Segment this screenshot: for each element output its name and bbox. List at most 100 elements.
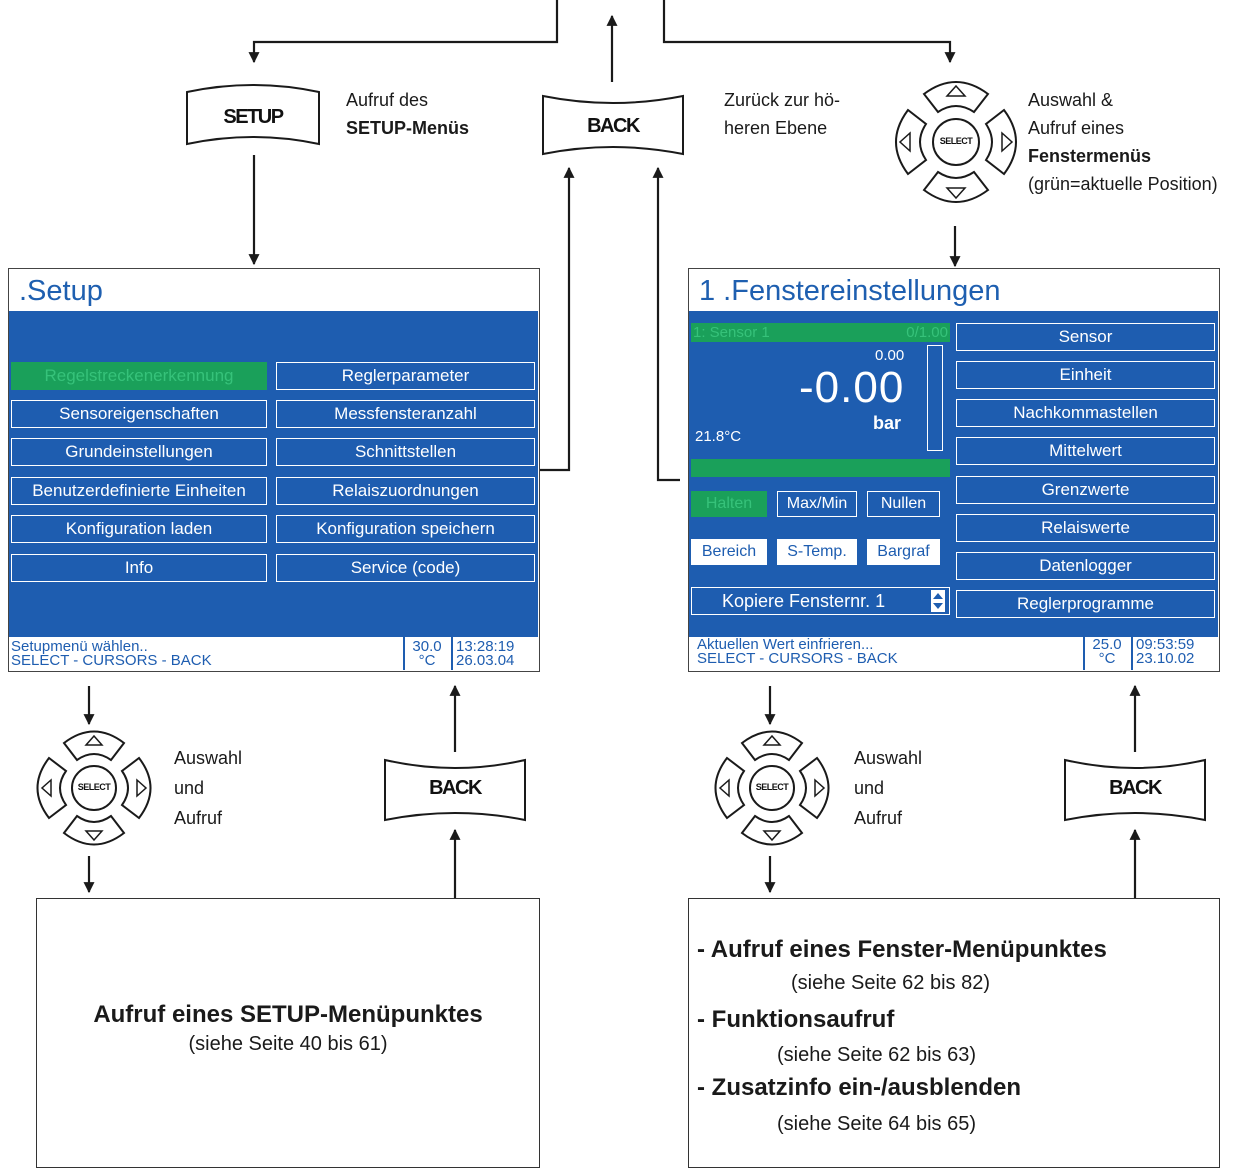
desc-line: Fenstermenüs (1028, 146, 1152, 166)
select-center-label: SELECT (755, 782, 789, 792)
setup-result-box: Aufruf eines SETUP-Menüpunktes (siehe Se… (36, 898, 540, 1168)
setup-datetime: 13:28:19 26.03.04 (456, 638, 515, 669)
desc-line: Aufruf (854, 808, 903, 828)
sensor-range: 0/1.00 (906, 324, 948, 341)
setup-menu-item[interactable]: Schnittstellen (276, 438, 535, 466)
window-menu-item[interactable]: Sensor (956, 323, 1215, 351)
desc-line: Aufruf des (346, 90, 429, 110)
window-result-ref: (siehe Seite 64 bis 65) (777, 1113, 977, 1135)
arrow-setup-return (540, 166, 575, 472)
arrow-to-select-pad (662, 0, 956, 64)
select-center-label: SELECT (939, 136, 973, 146)
desc-line: Auswahl (174, 748, 243, 768)
setup-menu-item[interactable]: Reglerparameter (276, 362, 535, 390)
status-divider (1083, 637, 1085, 670)
window-result-ref: (siehe Seite 62 bis 82) (791, 972, 991, 994)
select-pad-description: Auswahl & Aufruf eines Fenstermenüs (grü… (1028, 86, 1218, 198)
window-menu-item[interactable]: Reglerprogramme (956, 590, 1215, 618)
function-button[interactable]: Nullen (867, 491, 940, 517)
window-menu-item[interactable]: Grenzwerte (956, 476, 1215, 504)
window-result-item: - Aufruf eines Fenster-Menüpunktes (697, 936, 1107, 963)
desc-line: Zurück zur hö- (724, 90, 841, 110)
temp-unit: °C (418, 652, 436, 669)
select-pad-left[interactable]: SELECT (30, 724, 158, 852)
window-status-text: Aktuellen Wert einfrieren... SELECT - CU… (697, 636, 898, 666)
select-pad-right[interactable]: SELECT (708, 724, 836, 852)
setup-result-title: Aufruf eines SETUP-Menüpunktes (93, 1001, 483, 1028)
select-pad-top[interactable]: SELECT (888, 74, 1024, 210)
setup-menu-area: Regelstreckenerkennung Sensoreigenschaft… (9, 311, 538, 637)
time-value: 09:53:59 (1136, 636, 1195, 653)
back-key-shape (542, 94, 684, 156)
date-value: 23.10.02 (1136, 650, 1195, 667)
setup-key-label: SETUP (223, 106, 284, 128)
status-line: SELECT - CURSORS - BACK (11, 652, 212, 669)
setup-screen: .Setup Regelstreckenerkennung Sensoreige… (8, 268, 540, 672)
window-menu-item[interactable]: Relaiswerte (956, 514, 1215, 542)
setup-menu-item[interactable]: Info (11, 554, 267, 582)
back-key-description: Zurück zur hö- heren Ebene (724, 86, 840, 142)
desc-line: Auswahl & (1028, 90, 1114, 110)
window-menu-item[interactable]: Nachkommastellen (956, 399, 1215, 427)
back-key-shape (384, 758, 526, 822)
back-key-shape (1064, 758, 1206, 822)
setup-menu-item[interactable]: Benutzerdefinierte Einheiten (11, 477, 267, 505)
window-menu-item[interactable]: Mittelwert (956, 437, 1215, 465)
desc-line: Auswahl (854, 748, 923, 768)
bargraph-box (927, 345, 943, 451)
copy-window-selector[interactable]: Kopiere Fensternr. 1 (691, 587, 950, 615)
setup-key-shape (186, 84, 320, 146)
select-center-label: SELECT (77, 782, 111, 792)
back-key-label: BACK (1109, 777, 1162, 799)
small-value: 0.00 (875, 347, 905, 364)
status-line: Aktuellen Wert einfrieren... (697, 636, 874, 653)
back-key-top[interactable]: BACK (539, 88, 687, 162)
setup-menu-item[interactable]: Sensoreigenschaften (11, 400, 267, 428)
date-value: 26.03.04 (456, 652, 515, 669)
setup-screen-title: .Setup (19, 275, 103, 307)
function-button[interactable]: S-Temp. (777, 539, 857, 565)
temperature-value: 21.8°C (695, 428, 742, 445)
setup-menu-item[interactable]: Regelstreckenerkennung (11, 362, 267, 390)
arrow-to-setup-key (248, 0, 559, 64)
setup-menu-item[interactable]: Messfensteranzahl (276, 400, 535, 428)
setup-menu-item[interactable]: Service (code) (276, 554, 535, 582)
window-result-ref: (siehe Seite 62 bis 63) (777, 1044, 977, 1066)
window-menu-item[interactable]: Einheit (956, 361, 1215, 389)
setup-menu-item[interactable]: Relaiszuordnungen (276, 477, 535, 505)
desc-line: (grün=aktuelle Position) (1028, 174, 1218, 194)
back-key-label: BACK (587, 115, 640, 137)
temp-value: 30.0 (412, 638, 442, 655)
setup-result-ref: (siehe Seite 40 bis 61) (188, 1033, 388, 1055)
copy-window-label: Kopiere Fensternr. 1 (722, 591, 886, 611)
setup-menu-item[interactable]: Konfiguration laden (11, 515, 267, 543)
window-datetime: 09:53:59 23.10.02 (1136, 636, 1195, 667)
spinner-arrows (933, 593, 943, 609)
setup-key[interactable]: SETUP (183, 82, 323, 154)
back-key-left[interactable]: BACK (381, 752, 529, 828)
desc-line: Aufruf eines (1028, 118, 1125, 138)
setup-menu-item[interactable]: Grundeinstellungen (11, 438, 267, 466)
window-screen-title: 1 .Fenstereinstellungen (699, 275, 1001, 307)
pad-description-right: Auswahl und Aufruf (854, 743, 922, 833)
sensor-header-bar: 1: Sensor 1 0/1.00 (691, 323, 950, 342)
time-value: 13:28:19 (456, 638, 515, 655)
up-down-arrow-icon (931, 590, 945, 612)
function-button[interactable]: Max/Min (777, 491, 857, 517)
back-key-right[interactable]: BACK (1061, 752, 1209, 828)
window-display-area: 1: Sensor 1 0/1.00 0.00 -0.00 bar 21.8°C… (689, 311, 1218, 637)
window-result-item: - Funktionsaufruf (697, 1006, 895, 1033)
temp-value: 25.0 (1092, 636, 1122, 653)
function-button[interactable]: Bereich (691, 539, 767, 565)
window-menu-item[interactable]: Datenlogger (956, 552, 1215, 580)
window-result-item: - Zusatzinfo ein-/ausblenden (697, 1074, 1022, 1101)
window-temperature: 25.0 °C (1087, 636, 1127, 666)
select-pad-shape (36, 730, 152, 846)
function-button[interactable]: Halten (691, 491, 767, 517)
window-screen: 1 .Fenstereinstellungen 1: Sensor 1 0/1.… (688, 268, 1220, 672)
arrow-window-return (652, 166, 680, 482)
function-button[interactable]: Bargraf (867, 539, 940, 565)
setup-menu-item[interactable]: Konfiguration speichern (276, 515, 535, 543)
desc-line: und (174, 778, 205, 798)
select-pad-shape (895, 81, 1017, 203)
